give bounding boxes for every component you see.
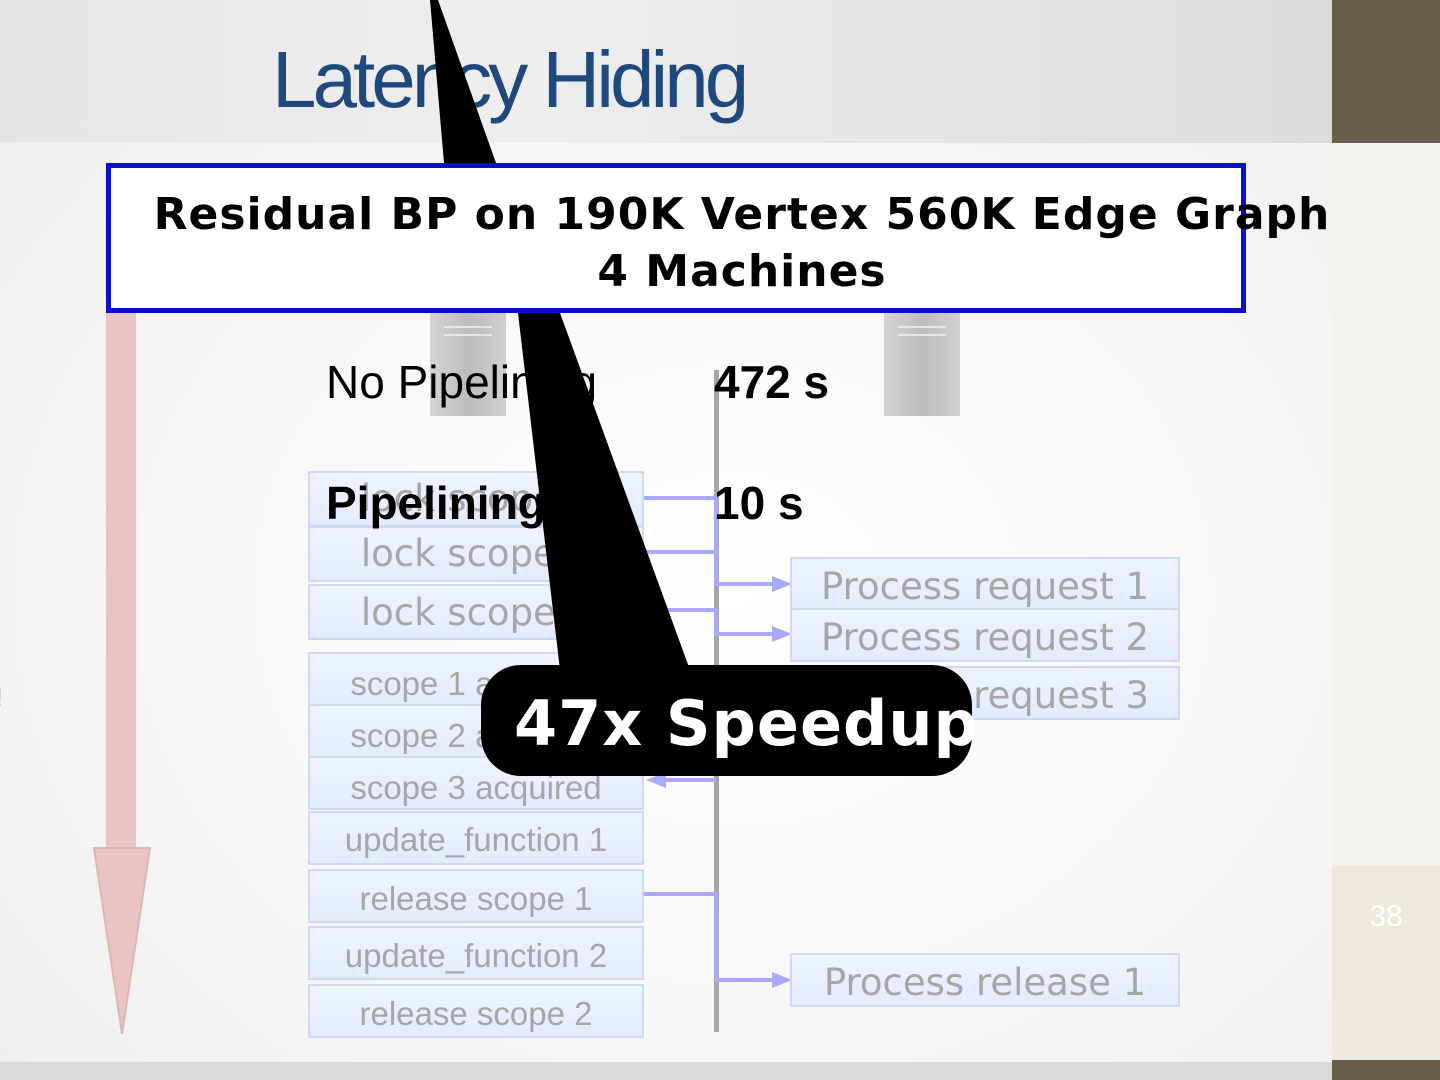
callout-text: Residual BP on 190K Vertex 560K Edge Gra…	[106, 186, 1378, 300]
server-machine-1-icon	[430, 312, 506, 416]
bottom-bar	[0, 1062, 1332, 1080]
no-pipelining-time: 472 s	[714, 356, 830, 408]
callout-line-2: 4 Machines	[597, 246, 887, 297]
right-strip-middle	[1332, 143, 1440, 865]
right-strip-top	[1332, 0, 1440, 143]
pipelining-time: 10 s	[714, 477, 804, 529]
right-strip-bottom	[1332, 1060, 1440, 1080]
title-band	[0, 0, 1332, 143]
pipelining-label: Pipelining	[326, 477, 546, 529]
speedup-text: 47x Speedup	[514, 687, 979, 760]
callout-line-1: Residual BP on 190K Vertex 560K Edge Gra…	[153, 189, 1331, 240]
side-text-fragment: !	[0, 682, 3, 713]
left-box-update-function-1: update_function 1	[308, 811, 644, 865]
right-box-process-request-2: Process request 2	[790, 608, 1180, 662]
left-box-release-scope-2: release scope 2	[308, 984, 644, 1038]
time-arrow	[92, 310, 152, 1035]
slide-title: Latency Hiding	[272, 35, 749, 124]
right-strip-number-panel	[1332, 865, 1440, 971]
speedup-bubble	[481, 665, 972, 776]
slide-number: 38	[1369, 900, 1403, 933]
callout-box	[106, 163, 1246, 313]
left-box-scope-3-acquired: scope 3 acquired	[308, 756, 644, 810]
left-box-release-scope-1: release scope 1	[308, 869, 644, 923]
server-machine-2-icon	[884, 312, 960, 416]
left-box-update-function-2: update_function 2	[308, 926, 644, 980]
right-box-process-release-1: Process release 1	[790, 953, 1180, 1007]
right-strip-lower	[1332, 971, 1440, 1060]
